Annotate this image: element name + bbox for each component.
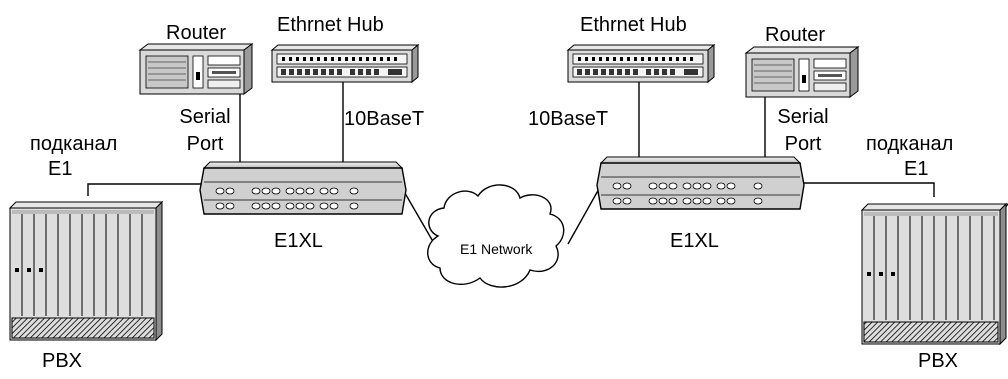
subchannel-left-label-line2: E1 [48, 158, 73, 180]
tenbase-right-label: 10BaseT [528, 108, 609, 130]
subchannel-right-label-line2: E1 [904, 158, 929, 180]
subchannel-right-label-line1: подканал [866, 133, 954, 155]
router-left-device [138, 43, 254, 95]
e1-link-right [567, 186, 601, 245]
pbx-right-device [860, 202, 1008, 346]
router-left-label: Router [166, 22, 227, 44]
connection-lines [87, 82, 935, 246]
ethernet-hub-right-device [566, 43, 716, 84]
ethernet-hub-right-label: Ethrnet Hub [580, 14, 687, 36]
subchannel-left-label-line1: подканал [30, 133, 118, 155]
serial-port-right-label-line2: Port [784, 133, 822, 155]
ethernet-hub-left-device [270, 43, 420, 84]
e1-link-left [401, 187, 436, 246]
ethernet-hub-left-label: Ethrnet Hub [277, 14, 384, 36]
e1-network-label: E1 Network [460, 241, 533, 257]
pbx-left-device [8, 200, 164, 342]
router-right-device [744, 46, 860, 98]
pbx-right-label: PBX [918, 350, 959, 372]
serial-port-left-label-line2: Port [186, 133, 224, 155]
e1xl-left-label: E1XL [274, 230, 323, 252]
e1-subchannel-link-right [800, 182, 935, 197]
router-right-label: Router [765, 24, 826, 46]
e1xl-right-label: E1XL [670, 230, 719, 252]
serial-port-left-label-line1: Serial [179, 106, 231, 128]
tenbase-left-label: 10BaseT [344, 108, 425, 130]
e1-subchannel-link-left [87, 183, 205, 196]
e1xl-right-device [596, 156, 805, 210]
e1-network-cloud [427, 184, 565, 288]
pbx-left-label: PBX [42, 350, 83, 372]
e1xl-left-device [199, 161, 407, 215]
serial-port-right-label-line1: Serial [777, 106, 829, 128]
